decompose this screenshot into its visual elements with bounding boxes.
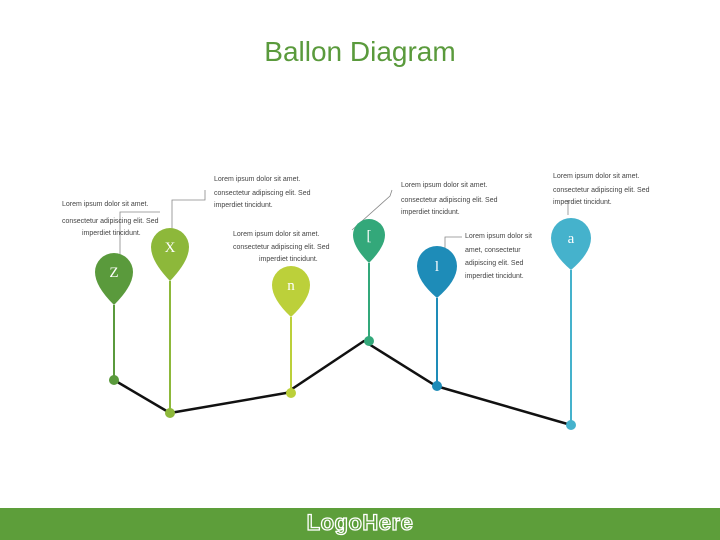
balloon-letter: l <box>435 259 439 275</box>
balloon-6: a <box>551 218 591 430</box>
trend-line <box>113 339 572 427</box>
balloon-icon <box>95 253 133 305</box>
balloon-icon <box>272 266 310 317</box>
balloon-icon <box>353 219 385 263</box>
anchor-dot <box>364 336 374 346</box>
callout-line-2 <box>171 190 206 240</box>
balloon-letter: n <box>287 278 295 294</box>
text-block-3: Lorem ipsum dolor sit amet. consectetur … <box>233 231 330 263</box>
balloon-2: X <box>151 228 189 418</box>
footer-bar: LogoHere <box>0 508 720 540</box>
anchor-dot <box>432 381 442 391</box>
balloon-icon <box>151 228 189 281</box>
anchor-dot <box>286 388 296 398</box>
logo: LogoHere <box>306 509 414 535</box>
text-block-4: Lorem ipsum dolor sit amet. consectetur … <box>401 182 498 216</box>
text-block-1: Lorem ipsum dolor sit amet. consectetur … <box>62 201 159 237</box>
balloon-letter: Z <box>109 265 118 281</box>
callout-line-3 <box>351 189 393 231</box>
balloon-4: [ <box>353 219 385 346</box>
balloon-letter: [ <box>367 228 372 244</box>
text-block-6: Lorem ipsum dolor sit amet. consectetur … <box>553 173 650 206</box>
text-block-5: Lorem ipsum dolor sit amet, consectetur … <box>465 233 532 280</box>
page-title: Ballon Diagram <box>264 36 456 67</box>
balloon-icon <box>417 246 457 298</box>
balloon-icon <box>551 218 591 270</box>
anchor-dot <box>165 408 175 418</box>
balloon-letter: X <box>165 240 176 256</box>
anchor-dot <box>109 375 119 385</box>
balloon-letter: a <box>568 231 575 247</box>
balloon-1: Z <box>95 253 133 385</box>
callout-line-1 <box>119 211 160 262</box>
balloon-3: n <box>272 266 310 398</box>
balloon-5: l <box>417 246 457 391</box>
text-block-2: Lorem ipsum dolor sit amet. consectetur … <box>214 176 311 209</box>
anchor-dot <box>566 420 576 430</box>
